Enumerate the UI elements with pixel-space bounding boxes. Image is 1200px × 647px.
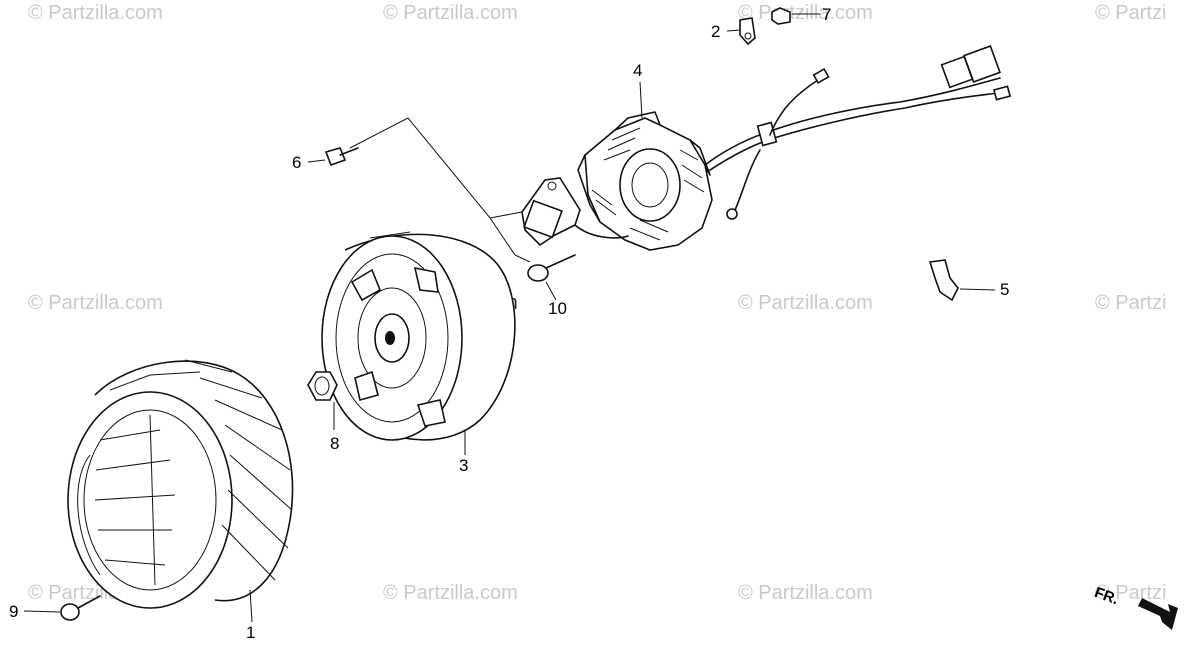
callout-10: 10	[548, 299, 567, 318]
callout-4: 4	[633, 61, 643, 80]
callout-5: 5	[1000, 280, 1010, 299]
cooling-fan-part-1[interactable]	[67, 359, 294, 609]
callout-8: 8	[330, 434, 340, 453]
watermark: © Partzi	[1095, 582, 1167, 604]
bolt-part-9[interactable]	[60, 595, 101, 621]
stator-part-4[interactable]	[577, 45, 1012, 251]
callout-7: 7	[822, 5, 832, 24]
watermark: © Partzilla.com	[383, 582, 518, 604]
leader-lines	[23, 13, 996, 623]
bolt-part-10[interactable]	[527, 254, 576, 282]
screw-part-7[interactable]	[771, 7, 791, 25]
pulser-coil[interactable]	[349, 117, 629, 263]
watermark: © Partzi	[1095, 2, 1167, 24]
watermark: © Partzilla.com	[738, 582, 873, 604]
nut-part-8[interactable]	[307, 371, 338, 401]
clamp-part-5[interactable]	[928, 259, 959, 302]
callout-3: 3	[459, 456, 469, 475]
watermark: © Partzilla.com	[738, 292, 873, 314]
callout-2: 2	[711, 22, 721, 41]
front-direction-arrow-icon	[1138, 598, 1178, 630]
watermark: © Partzi	[1095, 292, 1167, 314]
callout-9: 9	[9, 602, 19, 621]
watermark: © Partzilla.com	[28, 292, 163, 314]
clamp-part-2[interactable]	[739, 17, 756, 46]
callout-6: 6	[292, 153, 302, 172]
watermark: © Partzilla.com	[383, 2, 518, 24]
flywheel-part-3[interactable]	[321, 231, 516, 441]
watermark: © Partzilla.com	[28, 2, 163, 24]
bolt-part-6[interactable]	[324, 147, 359, 167]
callout-1: 1	[246, 623, 256, 642]
